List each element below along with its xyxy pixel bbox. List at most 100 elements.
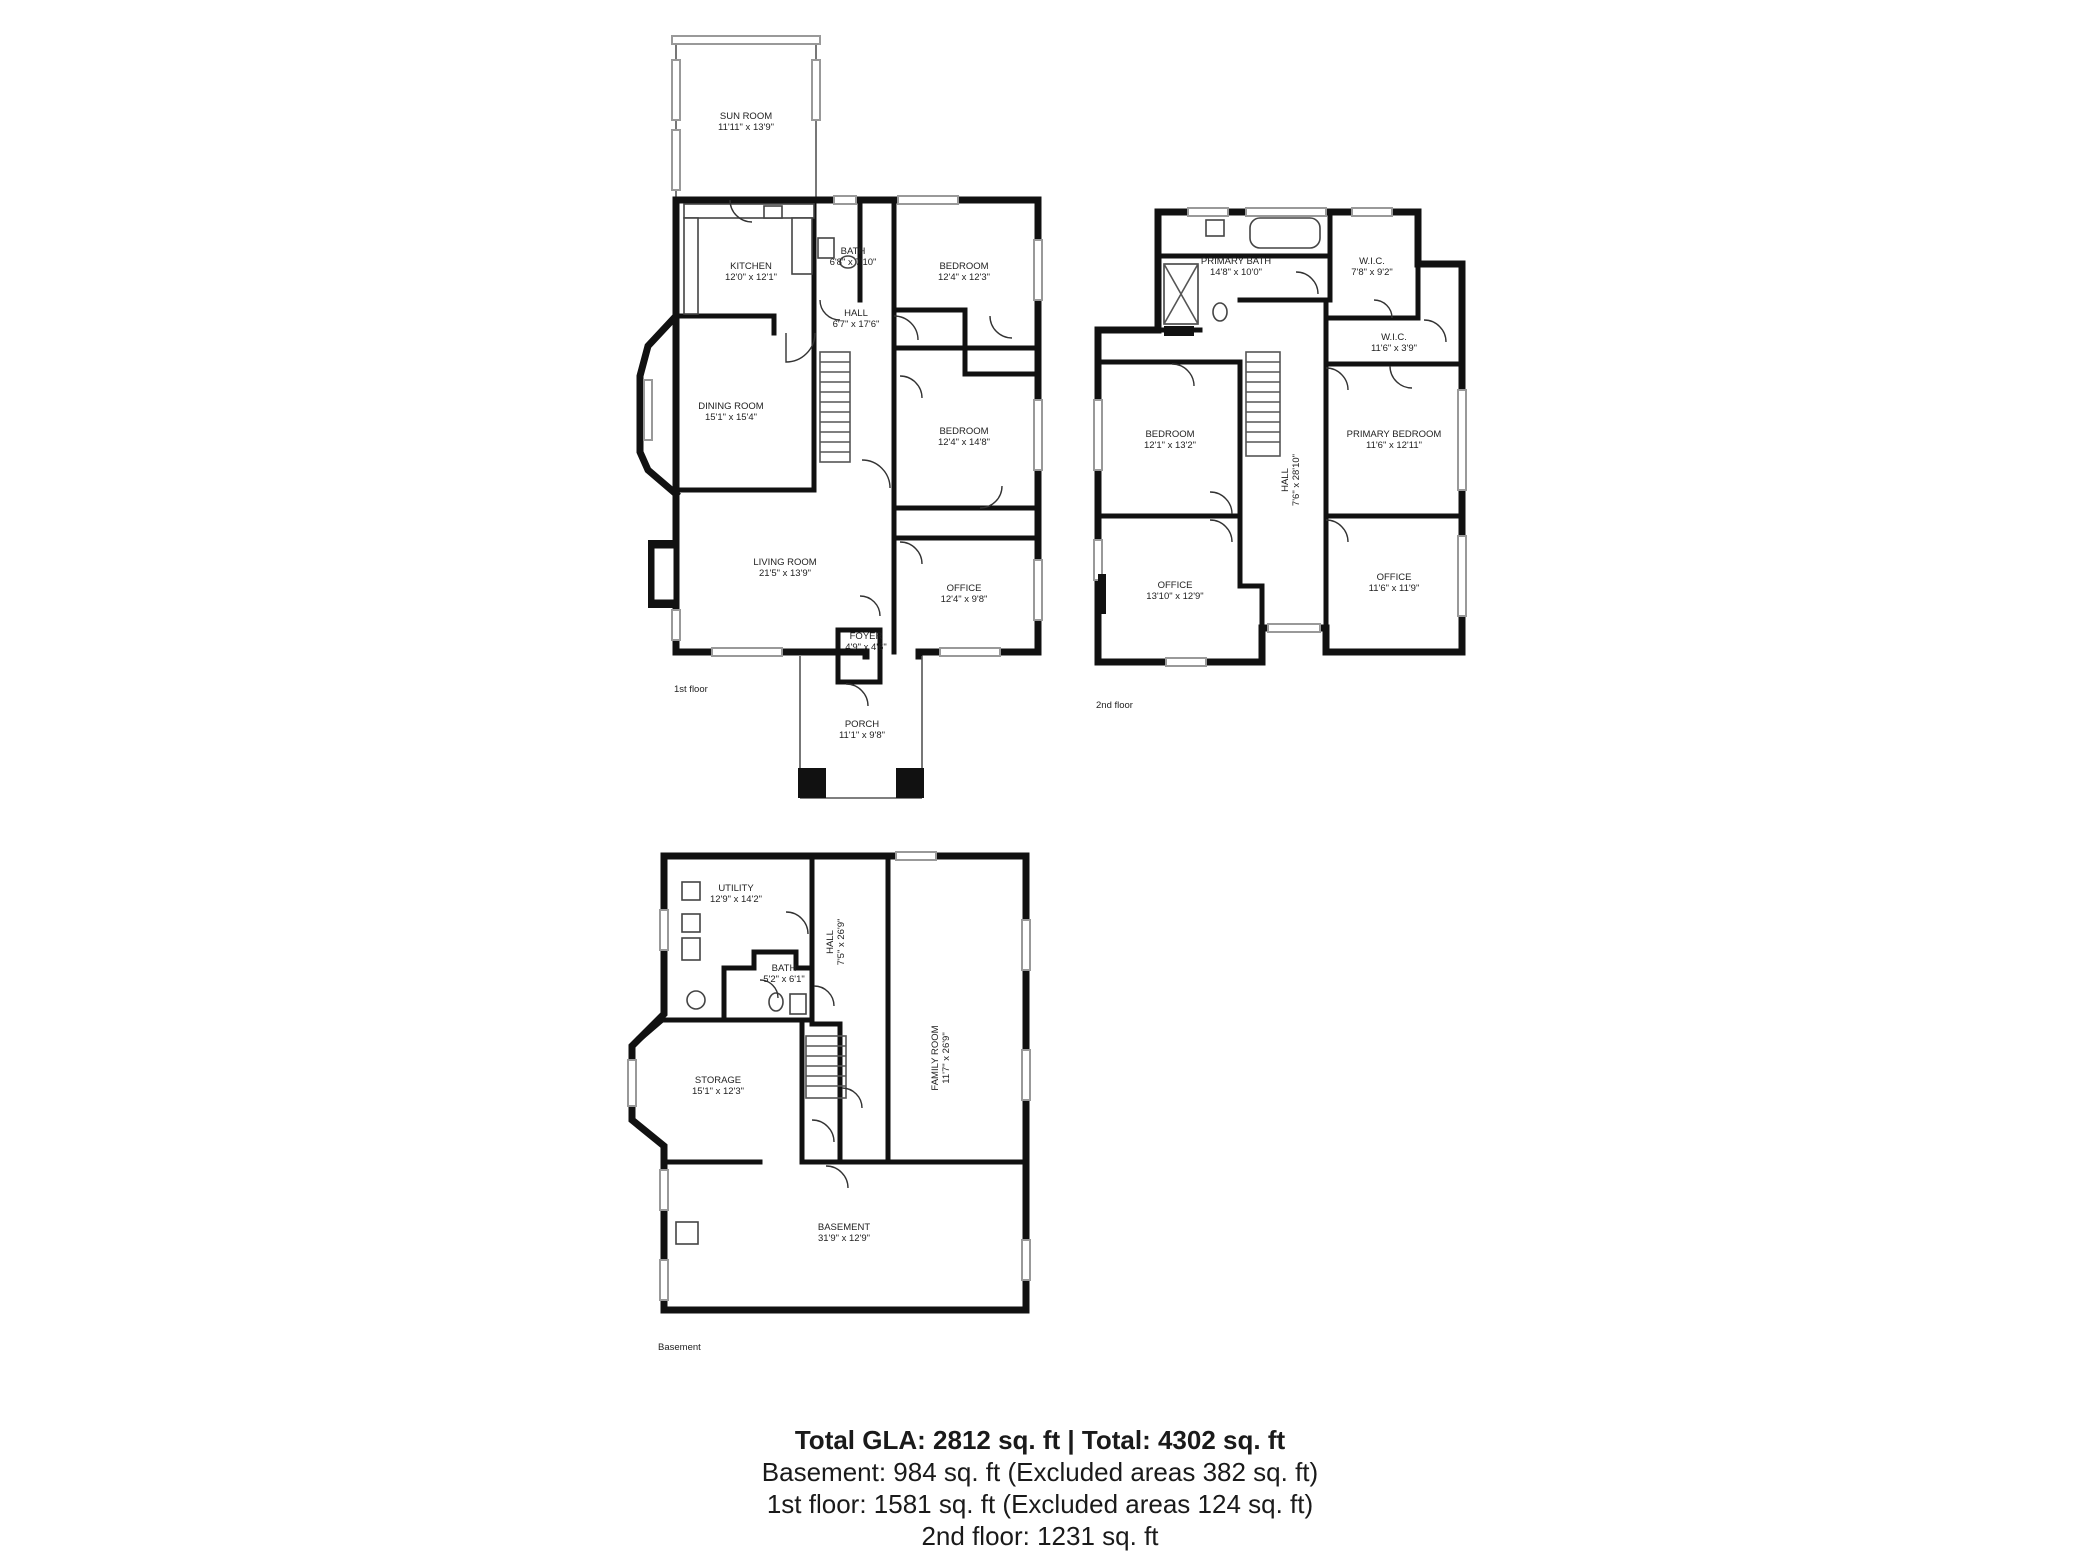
room-dimensions: 15'1" x 15'4" [705, 412, 757, 423]
room-name: BEDROOM [939, 261, 988, 272]
room-name: UTILITY [718, 883, 754, 894]
room-name: HALL [1280, 468, 1291, 492]
room-name: BEDROOM [1145, 429, 1194, 440]
room-name: SUN ROOM [720, 111, 772, 122]
basement-plan [627, 851, 1031, 1314]
room-dimensions: 14'8" x 10'0" [1210, 267, 1262, 278]
room-dimensions: 12'0" x 12'1" [725, 272, 777, 283]
floor-label-second: 2nd floor [1096, 700, 1133, 711]
room-dimensions: 12'9" x 14'2" [710, 894, 762, 905]
basement-interior-walls [628, 853, 1029, 1165]
second-floor-windows [1093, 207, 1467, 667]
room-dimensions: 13'10" x 12'9" [1146, 591, 1203, 602]
room-name: W.I.C. [1381, 332, 1407, 343]
room-name: OFFICE [1377, 572, 1412, 583]
room-name: PRIMARY BATH [1201, 256, 1271, 267]
room-dimensions: 12'4" x 9'8" [941, 594, 988, 605]
room-dimensions: 11'11" x 13'9" [718, 122, 774, 133]
porch-structure [798, 656, 924, 799]
room-name: STORAGE [695, 1075, 741, 1086]
first-floor-plan [636, 35, 1043, 799]
room-dimensions: 5'2" x 6'1" [763, 974, 805, 985]
room-name: BATH [841, 246, 866, 257]
summary-basement-line: Basement: 984 sq. ft (Excluded areas 382… [761, 1457, 1319, 1487]
room-name: BEDROOM [939, 426, 988, 437]
floor-label-basement: Basement [658, 1342, 701, 1353]
basement-stair [805, 1035, 847, 1099]
room-dimensions: 12'1" x 13'2" [1144, 440, 1196, 451]
room-name: OFFICE [947, 583, 982, 594]
basement-fixtures [675, 881, 807, 1245]
room-name: HALL [844, 308, 868, 319]
room-label-w-i-c: W.I.C.11'6" x 3'9" [1371, 332, 1417, 354]
room-dimensions: 4'9" x 4'6" [845, 642, 887, 653]
basement-doors [759, 911, 863, 1189]
room-dimensions: 11'6" x 11'9" [1369, 583, 1420, 594]
first-floor-bath-fixtures [817, 237, 857, 269]
room-dimensions: 15'1" x 12'3" [692, 1086, 744, 1097]
room-dimensions: 21'5" x 13'9" [759, 568, 811, 579]
room-name: FAMILY ROOM [930, 1025, 941, 1090]
room-name: PRIMARY BEDROOM [1347, 429, 1442, 440]
first-floor-stair [819, 351, 851, 463]
room-dimensions: 6'7" x 17'6" [833, 319, 880, 330]
room-dimensions: 7'8" x 9'2" [1351, 267, 1393, 278]
room-dimensions: 11'1" x 9'8" [839, 730, 885, 741]
room-name: W.I.C. [1359, 256, 1385, 267]
room-dimensions: 7'6" x 28'10" [1291, 454, 1302, 506]
room-name: OFFICE [1158, 580, 1193, 591]
summary-first-floor-line: 1st floor: 1581 sq. ft (Excluded areas 1… [766, 1489, 1314, 1519]
room-name: BASEMENT [818, 1222, 870, 1233]
basement-windows [627, 851, 1031, 1301]
dining-bay-wall [636, 311, 681, 499]
second-floor-interior-walls [1095, 209, 1465, 631]
room-dimensions: 12'4" x 12'3" [938, 272, 990, 283]
area-summary: Total GLA: 2812 sq. ft | Total: 4302 sq.… [0, 1424, 2080, 1552]
second-floor-doors [1171, 271, 1447, 543]
first-floor-doors [729, 199, 1013, 707]
room-dimensions: 7'5" x 26'9" [836, 919, 847, 966]
summary-second-floor-line: 2nd floor: 1231 sq. ft [921, 1521, 1159, 1551]
room-dimensions: 31'9" x 12'9" [818, 1233, 870, 1244]
summary-total-line: Total GLA: 2812 sq. ft | Total: 4302 sq.… [794, 1425, 1286, 1455]
room-name: DINING ROOM [698, 401, 764, 412]
second-floor-stair [1245, 351, 1281, 457]
kitchen-fixtures [683, 203, 815, 315]
room-dimensions: 6'8" x 7'10" [830, 257, 877, 268]
room-dimensions: 11'7" x 26'9" [941, 1032, 952, 1083]
room-dimensions: 12'4" x 14'8" [938, 437, 990, 448]
floor-label-first: 1st floor [674, 684, 708, 695]
first-floor-windows [643, 195, 1043, 657]
room-name: HALL [825, 930, 836, 954]
room-name: BATH [772, 963, 797, 974]
second-floor-plan [1093, 207, 1467, 667]
room-dimensions: 11'6" x 12'11" [1366, 440, 1422, 451]
primary-bath-fixtures [1163, 217, 1321, 336]
room-name: FOYER [850, 631, 883, 642]
room-label-w-i-c: W.I.C.7'8" x 9'2" [1351, 256, 1393, 278]
